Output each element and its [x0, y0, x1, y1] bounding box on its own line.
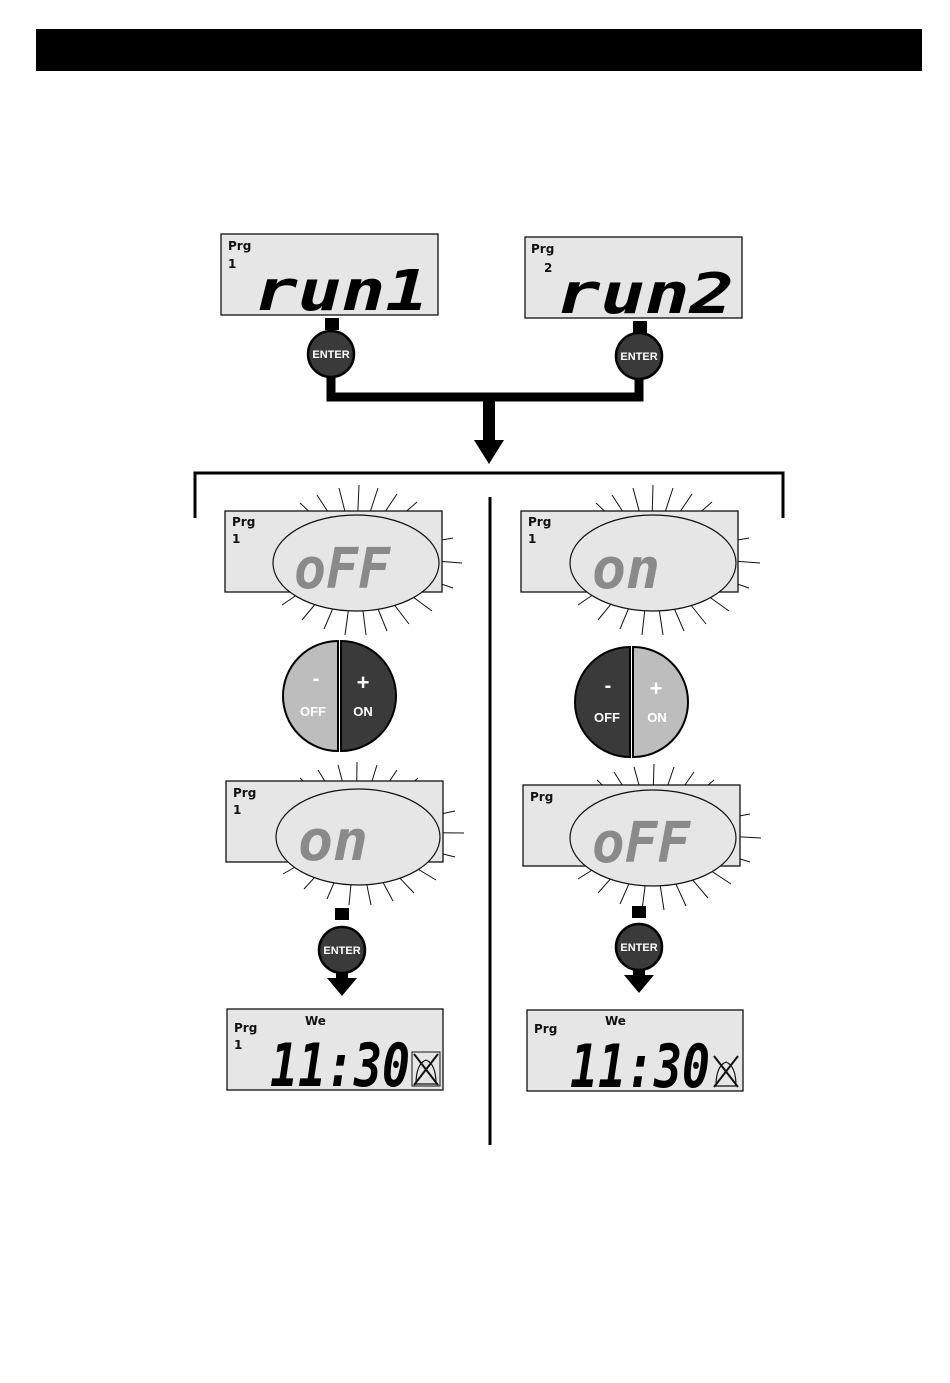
prg-label: Prg	[232, 515, 255, 529]
off-label: OFF	[594, 710, 620, 725]
enter-button-left[interactable]: ENTER	[308, 331, 354, 377]
connector-stub	[335, 908, 349, 920]
down-arrow	[327, 973, 357, 996]
on-half[interactable]	[341, 641, 396, 751]
segment-text-run1: run1	[254, 259, 429, 324]
prg-label: Prg	[228, 239, 251, 253]
weekday-label: We	[305, 1014, 326, 1028]
off-on-toggle-right[interactable]: - OFF + ON	[575, 647, 688, 757]
off-half[interactable]	[575, 647, 630, 757]
prg-label: Prg	[534, 1022, 557, 1036]
segment-text-run2: run2	[556, 262, 734, 327]
enter-label: ENTER	[323, 945, 360, 957]
on-label: ON	[647, 710, 667, 725]
program-number: 1	[528, 532, 536, 546]
weekday-label: We	[605, 1014, 626, 1028]
display-on-blinking: Prg 1 on	[226, 762, 464, 905]
display-time-right: Prg We 11:30	[527, 1010, 743, 1102]
enter-button-right[interactable]: ENTER	[616, 333, 662, 379]
display-run2: Prg 2 run2	[525, 237, 742, 327]
prg-label: Prg	[234, 1021, 257, 1035]
off-label: OFF	[300, 704, 326, 719]
on-label: ON	[353, 704, 373, 719]
segment-text-on: on	[592, 537, 660, 602]
segment-text-time: 11:30	[570, 1032, 710, 1102]
on-half[interactable]	[633, 647, 688, 757]
program-number: 1	[233, 803, 241, 817]
connector-stub	[325, 318, 339, 330]
minus-label: -	[313, 668, 320, 690]
off-on-toggle-left[interactable]: - OFF + ON	[283, 641, 396, 751]
enter-button-confirm-left[interactable]: ENTER	[319, 927, 365, 973]
segment-text-on: on	[298, 809, 368, 874]
display-on-blinking: Prg 1 on	[521, 485, 760, 635]
enter-label: ENTER	[620, 351, 657, 363]
program-number: 1	[234, 1038, 242, 1052]
program-number: 1	[228, 257, 236, 271]
segment-text-time: 11:30	[270, 1031, 410, 1101]
prg-label: Prg	[233, 786, 256, 800]
display-time-left: Prg 1 We 11:30	[227, 1009, 443, 1101]
minus-label: -	[605, 675, 612, 697]
connector-stub	[632, 906, 646, 918]
enter-label: ENTER	[620, 942, 657, 954]
segment-text-off: oFF	[294, 537, 391, 602]
program-number: 2	[544, 261, 552, 275]
plus-label: +	[650, 676, 663, 701]
off-half[interactable]	[283, 641, 338, 751]
program-number: 1	[232, 532, 240, 546]
display-off-blinking: Prg 1 oFF	[225, 485, 462, 635]
enter-label: ENTER	[312, 349, 349, 361]
segment-text-off: oFF	[592, 811, 691, 876]
connector-stub	[633, 321, 647, 333]
prg-label: Prg	[531, 242, 554, 256]
prg-label: Prg	[530, 790, 553, 804]
display-run1: Prg 1 run1	[221, 234, 438, 324]
down-arrow	[624, 970, 654, 993]
merge-connector	[331, 377, 639, 464]
plus-label: +	[357, 670, 370, 695]
prg-label: Prg	[528, 515, 551, 529]
display-off-blinking: Prg oFF	[523, 764, 761, 910]
enter-button-confirm-right[interactable]: ENTER	[616, 924, 662, 970]
